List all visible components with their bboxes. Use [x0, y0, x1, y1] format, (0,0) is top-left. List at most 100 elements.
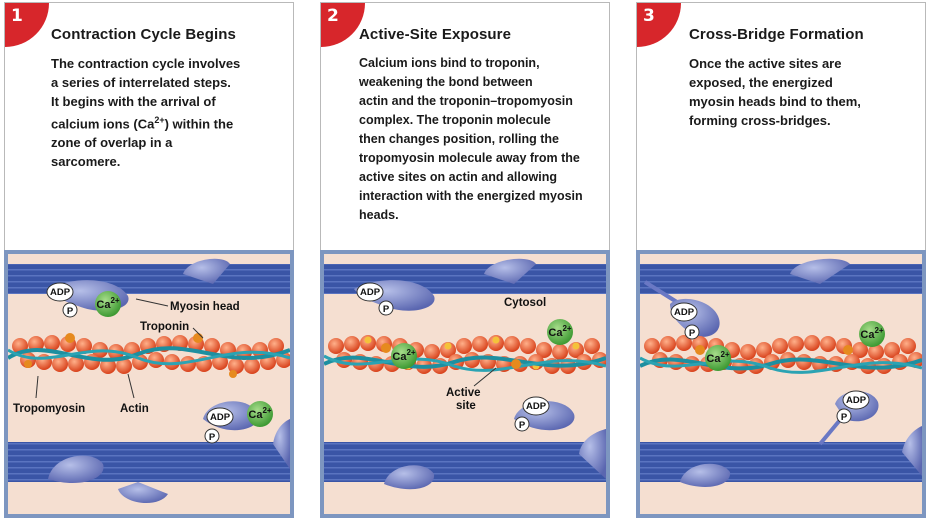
step-number: 1 [11, 6, 23, 26]
tropomyosin [324, 355, 606, 369]
description-line: weakening the bond between [359, 75, 533, 89]
description-line: heads. [359, 208, 399, 222]
adp-label: ADP [846, 395, 867, 406]
phosphate [514, 416, 530, 432]
description-line: It begins with the arrival of [51, 94, 216, 109]
adp-molecule [206, 407, 234, 427]
step-badge: 1 [5, 3, 49, 47]
tropomyosin [8, 346, 290, 362]
adp-label: ADP [210, 412, 231, 423]
adp-molecule [46, 282, 74, 302]
tropomyosin [324, 354, 606, 372]
description-line: interaction with the energized myosin [359, 189, 583, 203]
calcium-ion [547, 319, 573, 345]
description-line: forming cross-bridges. [689, 113, 831, 128]
thick-filament [324, 442, 606, 482]
adp-molecule [670, 302, 698, 322]
panel-title: Contraction Cycle Begins [51, 26, 236, 43]
calcium-ion [705, 345, 731, 371]
calcium-label: Ca2+ [96, 296, 120, 311]
phosphate [204, 428, 220, 444]
thick-filament [640, 442, 922, 482]
step-badge: 3 [637, 3, 681, 47]
adp-label: ADP [360, 287, 381, 298]
phosphate-label: P [519, 420, 526, 431]
panel-3: 3 Cross-Bridge Formation Once the active… [632, 0, 928, 523]
myosin-head [579, 429, 606, 479]
description-line: Calcium ions bind to troponin, [359, 56, 540, 70]
troponin [695, 345, 853, 355]
myosin-head-label: Myosin head [170, 301, 240, 313]
adp-label: ADP [674, 307, 695, 318]
description-line: calcium ions (Ca2+) within the [51, 115, 234, 132]
panel-3-illustration: ADP P Ca2+ Ca2+ ADP P [636, 250, 926, 518]
myosin-head [680, 463, 731, 487]
step-badge: 2 [321, 3, 365, 47]
panel-2-illustration: ADP P Cytosol Ca2+ Ca2+ Active site ADP … [320, 250, 610, 518]
description-line: then changes position, rolling the [359, 132, 560, 146]
calcium-ion [95, 291, 121, 317]
panel-description: Once the active sites are exposed, the e… [689, 54, 929, 130]
description-line: a series of interrelated steps. [51, 75, 231, 90]
troponin-label: Troponin [140, 321, 189, 333]
active-site-label: site [456, 400, 476, 412]
calcium-label: Ca2+ [706, 350, 730, 365]
description-line: myosin heads bind to them, [689, 94, 861, 109]
adp-molecule [522, 396, 550, 416]
step-number: 2 [327, 6, 339, 26]
adp-molecule [842, 390, 870, 410]
description-line: complex. The troponin molecule [359, 113, 551, 127]
calcium-label: Ca2+ [860, 326, 884, 341]
adp-label: ADP [50, 287, 71, 298]
tropomyosin [640, 356, 922, 374]
description-line: sarcomere. [51, 154, 121, 170]
adp-molecule [356, 282, 384, 302]
panel-2-text-card: 2 Active-Site Exposure Calcium ions bind… [320, 2, 610, 252]
actin-filament [12, 335, 290, 374]
myosin-head [48, 455, 104, 484]
calcium-ion [391, 343, 417, 369]
calcium-ion [247, 401, 273, 427]
panel-2: 2 Active-Site Exposure Calcium ions bind… [316, 0, 612, 523]
actin-label: Actin [120, 403, 149, 415]
phosphate [378, 300, 394, 316]
calcium-ion [859, 321, 885, 347]
phosphate [62, 302, 78, 318]
description-line: Once the active sites are [689, 56, 842, 71]
calcium-label: Ca2+ [248, 406, 272, 421]
phosphate-label: P [689, 328, 696, 339]
myosin-head [902, 426, 922, 476]
tropomyosin [640, 357, 922, 371]
phosphate [684, 324, 700, 340]
phosphate-label: P [841, 412, 848, 423]
description-line: The contraction cycle involves [51, 56, 241, 71]
step-number: 3 [643, 6, 655, 26]
tropomyosin-label: Tropomyosin [13, 403, 85, 415]
panel-title: Active-Site Exposure [359, 26, 512, 43]
panel-1-text-card: 1 Contraction Cycle Begins The contracti… [4, 2, 294, 252]
panel-1: 1 Contraction Cycle Begins The contracti… [0, 0, 296, 523]
troponin [381, 343, 521, 369]
tropomyosin [8, 348, 290, 366]
myosin-head [484, 258, 536, 284]
myosin-head [118, 482, 168, 504]
phosphate-label: P [209, 432, 216, 443]
phosphate-label: P [67, 306, 74, 317]
description-line: actin and the troponin–tropomyosin [359, 94, 573, 108]
phosphate-label: P [383, 304, 390, 315]
cytosol-label: Cytosol [504, 297, 546, 309]
description-line: zone of overlap in a [51, 135, 173, 151]
panel-title: Cross-Bridge Formation [689, 26, 864, 43]
description-line: tropomyosin molecule away from the [359, 151, 580, 165]
adp-label: ADP [526, 401, 547, 412]
phosphate [836, 408, 852, 424]
description-line: active sites on actin and allowing [359, 170, 557, 184]
myosin-head [384, 465, 435, 490]
panel-3-text-card: 3 Cross-Bridge Formation Once the active… [636, 2, 926, 252]
description-line: exposed, the energized [689, 75, 833, 90]
thick-filament [640, 264, 922, 294]
active-site-label: Active [446, 387, 481, 399]
panel-description: The contraction cycle involves a series … [51, 54, 291, 171]
myosin-head [183, 258, 230, 284]
myosin-head [273, 419, 290, 469]
